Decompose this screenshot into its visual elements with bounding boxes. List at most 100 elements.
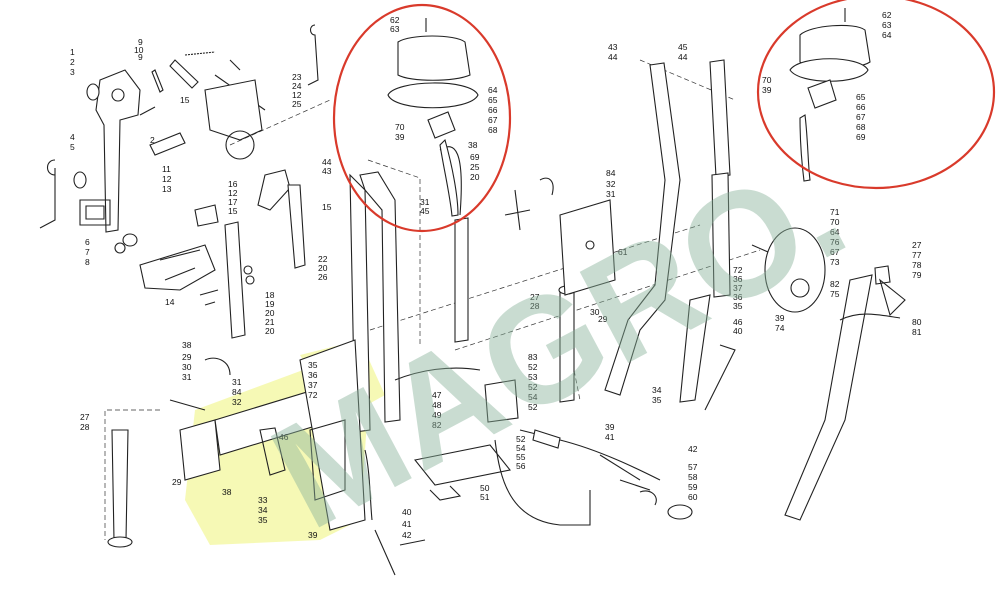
callout-top-left: 2 <box>150 135 155 145</box>
callout-top-center: 66 <box>488 105 498 115</box>
callout-center: 51 <box>480 492 490 502</box>
callout-center: 29 <box>598 314 608 324</box>
callout-right: 71 <box>830 207 840 217</box>
callout-right-center: 40 <box>733 326 743 336</box>
callout-bottom-left: 46 <box>279 432 289 442</box>
callout-bottom-left: 29 <box>172 477 182 487</box>
callout-bottom-left: 38 <box>182 340 192 350</box>
callout-bottom-left: 42 <box>402 530 412 540</box>
callout-top-left: 15 <box>322 202 332 212</box>
callout-top-left: 13 <box>162 184 172 194</box>
callout-left-column: 4 <box>70 132 75 142</box>
callout-top-center: 20 <box>470 172 480 182</box>
callout-bottom-left: 41 <box>402 519 412 529</box>
callout-bottom-left: 33 <box>258 495 268 505</box>
upper-hinge-assembly <box>151 24 319 339</box>
callout-right-center: 72 <box>733 265 743 275</box>
callout-top-center: 39 <box>395 132 405 142</box>
callout-top-right: 66 <box>856 102 866 112</box>
callout-bottom-left: 31 <box>182 372 192 382</box>
callout-right: 77 <box>912 250 922 260</box>
callout-right-center: 41 <box>605 432 615 442</box>
callout-top-center: 31 <box>420 197 430 207</box>
callout-top-left: 12 <box>292 90 302 100</box>
callout-right: 75 <box>830 289 840 299</box>
callout-top-left: 16 <box>228 179 238 189</box>
callout-top-center: 62 <box>390 15 400 25</box>
callout-center: 50 <box>480 483 490 493</box>
callout-top-left: 14 <box>165 297 175 307</box>
callout-top-right: 62 <box>882 10 892 20</box>
callout-bottom-left: 84 <box>232 387 242 397</box>
callout-center: 30 <box>590 307 600 317</box>
callout-center: 82 <box>432 420 442 430</box>
callout-top-left: 9 <box>138 37 143 47</box>
callout-top-left: 15 <box>228 206 238 216</box>
callout-left-column: 8 <box>85 257 90 267</box>
callout-bottom-left: 29 <box>182 352 192 362</box>
callout-top-left: 12 <box>228 188 238 198</box>
callout-top-left: 17 <box>228 197 238 207</box>
callout-bottom-left: 30 <box>182 362 192 372</box>
callout-left-column: 5 <box>70 142 75 152</box>
callout-bottom-left: 35 <box>308 360 318 370</box>
callout-top-right: 64 <box>882 30 892 40</box>
callout-right: 39 <box>775 313 785 323</box>
callout-right-center: 44 <box>678 52 688 62</box>
callout-right: 78 <box>912 260 922 270</box>
callout-top-center: 43 <box>322 166 332 176</box>
callout-right: 81 <box>912 327 922 337</box>
right-frames <box>599 59 906 521</box>
callout-right-center: 58 <box>688 472 698 482</box>
callout-right-center: 36 <box>733 274 743 284</box>
callout-right-center: 46 <box>733 317 743 327</box>
callout-right: 79 <box>912 270 922 280</box>
callout-top-center: 68 <box>488 125 498 135</box>
callout-right-center: 60 <box>688 492 698 502</box>
callout-right-center: 35 <box>652 395 662 405</box>
callout-center: 54 <box>528 392 538 402</box>
callout-center: 61 <box>618 247 628 257</box>
callout-right-center: 43 <box>608 42 618 52</box>
callout-center: 56 <box>516 461 526 471</box>
callout-bottom-left: 38 <box>222 487 232 497</box>
callout-top-right: 65 <box>856 92 866 102</box>
callout-center: 55 <box>516 452 526 462</box>
left-bracket-assembly <box>39 69 216 291</box>
callout-top-center: 67 <box>488 115 498 125</box>
callout-top-left: 12 <box>162 174 172 184</box>
callout-top-right: 67 <box>856 112 866 122</box>
callout-right: 67 <box>830 247 840 257</box>
callout-center: 52 <box>516 434 526 444</box>
callout-right-center: 42 <box>688 444 698 454</box>
callout-center: 53 <box>528 372 538 382</box>
callout-top-center: 38 <box>468 140 478 150</box>
callout-top-left: 26 <box>318 272 328 282</box>
top-right-detail <box>789 8 871 182</box>
callout-top-right: 68 <box>856 122 866 132</box>
callout-left-column: 6 <box>85 237 90 247</box>
callout-right-center: 34 <box>652 385 662 395</box>
callout-top-right: 63 <box>882 20 892 30</box>
callout-top-center: 70 <box>395 122 405 132</box>
callout-left-column: 1 <box>70 47 75 57</box>
callout-right-center: 44 <box>608 52 618 62</box>
callout-bottom-left: 39 <box>308 530 318 540</box>
watermark: MAGRO. <box>246 122 869 560</box>
callout-top-left: 19 <box>265 299 275 309</box>
callout-center: 52 <box>528 402 538 412</box>
callout-center: 32 <box>606 179 616 189</box>
callout-top-left: 10 <box>134 45 144 55</box>
callout-right-center: 37 <box>733 283 743 293</box>
callout-center: 48 <box>432 400 442 410</box>
callout-center: 84 <box>606 168 616 178</box>
callout-right-center: 36 <box>733 292 743 302</box>
callout-top-left: 15 <box>180 95 190 105</box>
callout-top-left: 23 <box>292 72 302 82</box>
callout-right-center: 45 <box>678 42 688 52</box>
callout-top-center: 63 <box>390 24 400 34</box>
callout-right-center: 57 <box>688 462 698 472</box>
callout-top-right: 69 <box>856 132 866 142</box>
